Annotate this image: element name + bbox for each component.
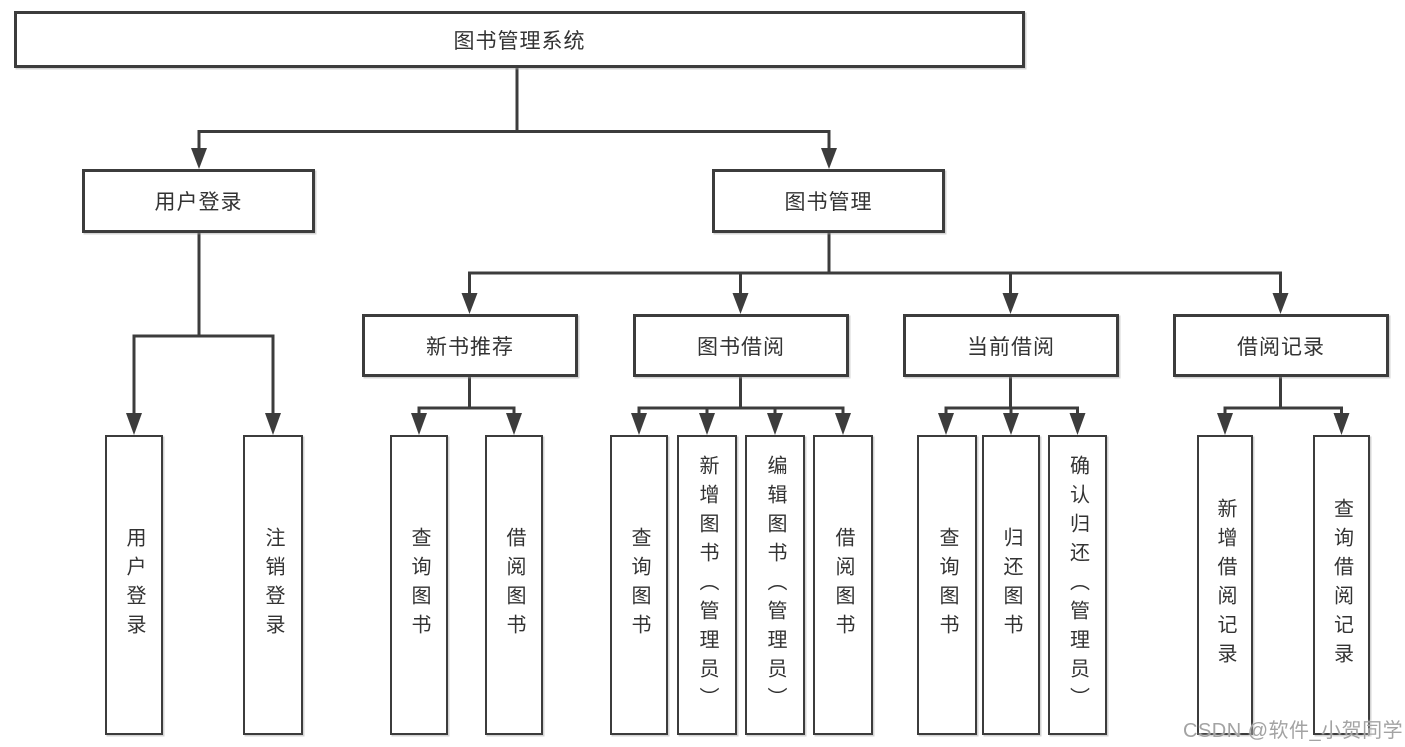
watermark-text: CSDN @软件_小贺同学	[1183, 720, 1404, 742]
node-new-book-recommendation: 新书推荐	[362, 314, 578, 377]
leaf-label: 新增图书（管理员）	[696, 454, 718, 716]
leaf-label: 归还图书	[1000, 527, 1022, 643]
node-book-management: 图书管理	[712, 169, 945, 233]
leaf-add-books-admin: 新增图书（管理员）	[677, 435, 737, 735]
leaf-confirm-return-admin: 确认归还（管理员）	[1048, 435, 1107, 735]
leaf-label: 确认归还（管理员）	[1066, 454, 1089, 716]
leaf-user-login: 用户登录	[105, 435, 163, 735]
leaf-label: 查询图书	[408, 527, 430, 643]
leaf-query-borrow-record: 查询借阅记录	[1313, 435, 1370, 735]
leaf-query-books-borrowing: 查询图书	[610, 435, 668, 735]
leaf-logout: 注销登录	[243, 435, 303, 735]
leaf-return-books: 归还图书	[982, 435, 1040, 735]
leaf-query-books-recommend: 查询图书	[390, 435, 448, 735]
node-library-system: 图书管理系统	[14, 11, 1025, 68]
leaf-label: 注销登录	[262, 527, 284, 643]
leaf-label: 借阅图书	[832, 527, 854, 643]
leaf-label: 新增借阅记录	[1214, 498, 1236, 672]
node-book-borrowing: 图书借阅	[633, 314, 849, 377]
node-current-borrowing: 当前借阅	[903, 314, 1119, 377]
leaf-label: 编辑图书（管理员）	[764, 454, 786, 716]
leaf-label: 用户登录	[123, 527, 145, 643]
leaf-borrow-books-recommend: 借阅图书	[485, 435, 543, 735]
leaf-query-books-current: 查询图书	[917, 435, 977, 735]
leaf-label: 查询借阅记录	[1330, 498, 1353, 672]
node-borrowing-records: 借阅记录	[1173, 314, 1389, 377]
leaf-edit-books-admin: 编辑图书（管理员）	[745, 435, 805, 735]
leaf-borrow-books-borrowing: 借阅图书	[813, 435, 873, 735]
leaf-label: 查询图书	[628, 527, 650, 643]
leaf-add-borrow-record: 新增借阅记录	[1197, 435, 1253, 735]
leaf-label: 借阅图书	[503, 527, 525, 643]
leaf-label: 查询图书	[936, 527, 958, 643]
node-user-login: 用户登录	[82, 169, 315, 233]
